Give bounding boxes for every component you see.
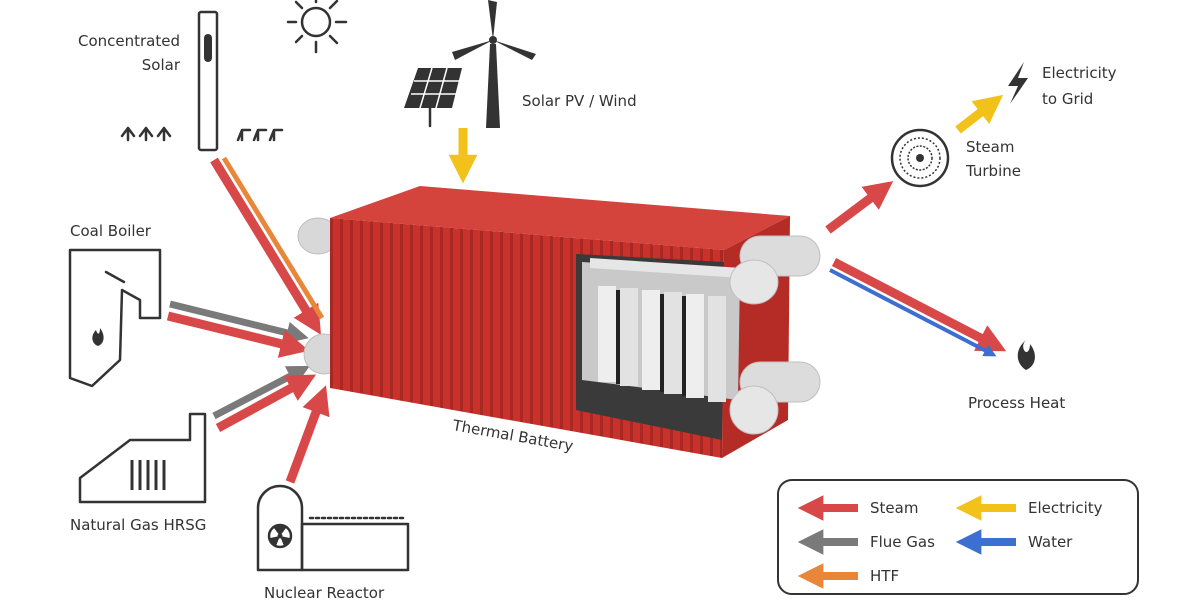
legend: Steam Flue Gas HTF Electricity Water bbox=[777, 479, 1139, 595]
nuclear-reactor-label: Nuclear Reactor bbox=[264, 584, 385, 600]
hrsg-icon bbox=[78, 412, 207, 504]
thermal-battery-container bbox=[297, 186, 821, 458]
grid-electricity-arrow bbox=[955, 94, 1004, 134]
nuclear-steam-arrow bbox=[285, 385, 330, 484]
csp-htf-arrow bbox=[221, 156, 325, 320]
svg-text:Water: Water bbox=[1028, 533, 1073, 551]
input-arrows bbox=[166, 128, 478, 484]
svg-text:Flue Gas: Flue Gas bbox=[870, 533, 935, 551]
steam-turbine-icon bbox=[890, 128, 950, 188]
output-arrows bbox=[825, 94, 1007, 357]
flame-icon bbox=[1017, 340, 1035, 370]
process-heat-label: Process Heat bbox=[968, 394, 1065, 412]
sun-icon bbox=[286, 0, 348, 54]
steam-turbine-label: Steam bbox=[966, 138, 1014, 156]
legend-flue-gas: Flue Gas bbox=[797, 529, 935, 555]
legend-electricity: Electricity bbox=[955, 495, 1103, 521]
wind-turbine-icon bbox=[452, 0, 536, 128]
lightning-bolt-icon bbox=[1008, 62, 1028, 104]
concentrated-solar-label: Concentrated bbox=[78, 32, 180, 50]
legend-steam: Steam bbox=[797, 495, 918, 521]
svg-text:Steam: Steam bbox=[870, 499, 918, 517]
coal-boiler-icon bbox=[68, 248, 162, 388]
outlet-pipes bbox=[729, 235, 821, 435]
process-water-arrow bbox=[829, 268, 997, 357]
svg-text:HTF: HTF bbox=[870, 567, 899, 585]
natural-gas-hrsg-label: Natural Gas HRSG bbox=[70, 516, 206, 534]
solar-pv-wind-label: Solar PV / Wind bbox=[522, 92, 637, 110]
legend-water: Water bbox=[955, 529, 1073, 555]
electricity-to-grid-label: Electricity bbox=[1042, 64, 1117, 82]
solar-tower-icon bbox=[120, 10, 284, 152]
svg-text:Electricity: Electricity bbox=[1028, 499, 1103, 517]
coal-boiler-label: Coal Boiler bbox=[70, 222, 152, 240]
nuclear-reactor-icon bbox=[256, 484, 410, 572]
solar-panel-icon bbox=[404, 67, 462, 128]
turbine-steam-arrow bbox=[825, 181, 894, 234]
concentrated-solar-label-2: Solar bbox=[142, 56, 181, 74]
coal-steam-arrow bbox=[166, 311, 310, 358]
steam-turbine-label-2: Turbine bbox=[965, 162, 1021, 180]
legend-htf: HTF bbox=[797, 563, 899, 589]
process-steam-arrow bbox=[831, 258, 1007, 352]
csp-steam-arrow bbox=[210, 157, 322, 335]
storage-modules bbox=[582, 258, 742, 402]
hrsg-steam-arrow bbox=[215, 374, 317, 432]
electricity-to-grid-label-2: to Grid bbox=[1042, 90, 1093, 108]
